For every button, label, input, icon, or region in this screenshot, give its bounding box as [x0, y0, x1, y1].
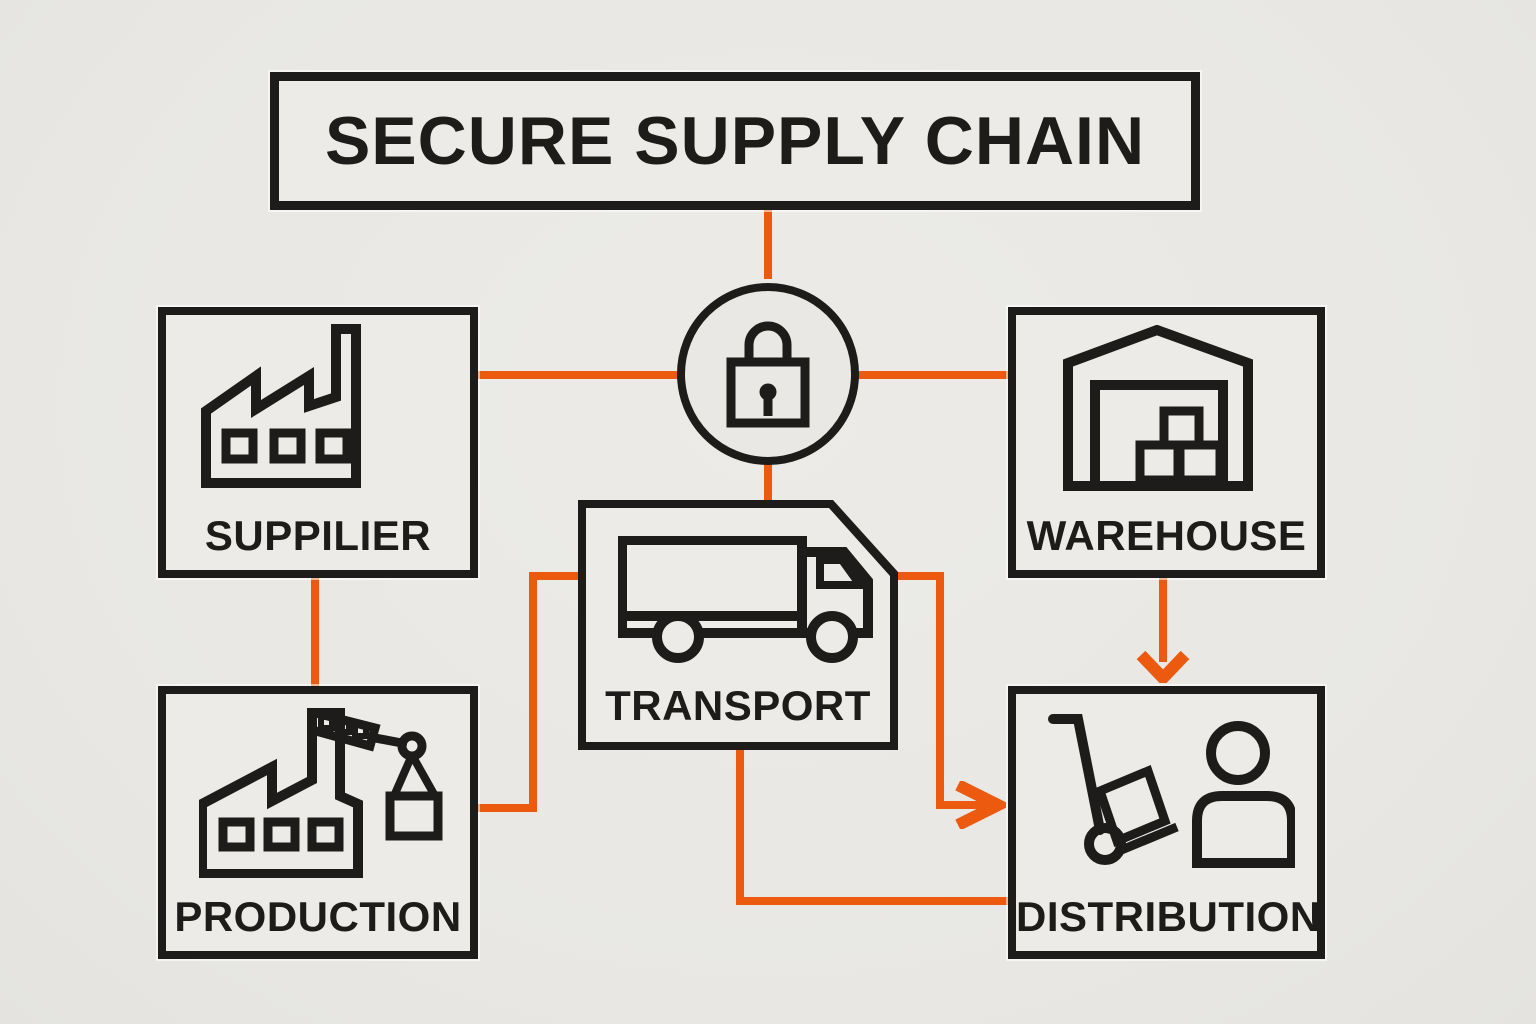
edge-hub-transport: [764, 455, 772, 502]
node-transport: TRANSPORT: [578, 500, 898, 750]
edge-transport-distribution-seg1: [898, 572, 944, 580]
node-supplier: SUPPILIER: [158, 307, 478, 578]
title-box: SECURE SUPPLY CHAIN: [270, 72, 1200, 210]
warehouse-icon: [1063, 325, 1253, 491]
edge-transport-distribution-seg2: [936, 572, 944, 809]
edge-transport-distribution-bottom-seg2: [736, 897, 1008, 905]
factory-icon: [201, 324, 361, 488]
edge-production-transport-seg2: [529, 572, 537, 812]
truck-icon: [618, 536, 873, 663]
edge-supplier-production: [311, 577, 319, 687]
edge-transport-distribution-bottom-seg1: [736, 750, 744, 905]
node-label-distribution: DISTRIBUTION: [1016, 893, 1321, 940]
edge-production-transport-seg3: [529, 572, 578, 580]
arrowhead-right-icon: [955, 781, 1006, 829]
edge-hub-warehouse: [852, 371, 1008, 379]
edge-transport-distribution-seg3: [936, 801, 998, 809]
node-label-warehouse: WAREHOUSE: [1026, 512, 1307, 559]
node-label-production: PRODUCTION: [174, 893, 462, 940]
arrowhead-down-icon: [1136, 651, 1190, 683]
node-label-transport: TRANSPORT: [605, 682, 871, 729]
node-production: PRODUCTION: [158, 686, 478, 959]
node-distribution: DISTRIBUTION: [1008, 686, 1325, 959]
node-label-supplier: SUPPILIER: [204, 512, 432, 559]
node-warehouse: WAREHOUSE: [1008, 307, 1325, 578]
security-lock-hub: [677, 283, 859, 465]
hand-truck-person-icon: [1048, 714, 1295, 868]
edge-hub-supplier: [478, 371, 684, 379]
page-title: SECURE SUPPLY CHAIN: [324, 103, 1146, 179]
factory-crane-icon: [199, 708, 443, 878]
edge-production-transport-seg1: [478, 804, 537, 812]
padlock-icon: [726, 321, 810, 428]
edge-warehouse-distribution: [1159, 577, 1167, 662]
edge-title-hub: [764, 209, 772, 279]
